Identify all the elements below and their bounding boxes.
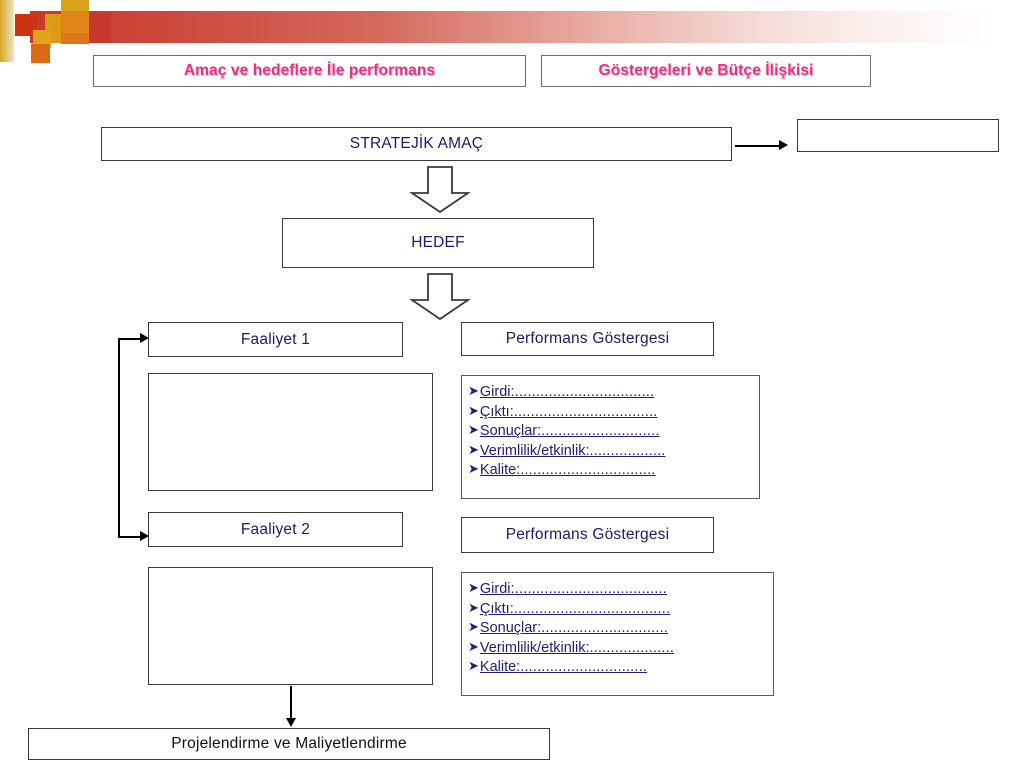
connector-loop-top-horizontal [118, 338, 142, 340]
activity-2-detail-box[interactable] [148, 567, 433, 685]
list-item: ➤ Çıktı: ...............................… [468, 403, 759, 423]
header-square-red-wide [61, 11, 89, 33]
chevron-right-bullet-icon: ➤ [468, 638, 479, 654]
list-item-sep: : [510, 581, 515, 597]
chevron-right-bullet-icon: ➤ [468, 441, 479, 457]
list-item-label: Çıktı: [479, 600, 514, 617]
list-item-label: Verimlilik/etkinlik: [479, 639, 590, 656]
indicator-1-box[interactable]: Performans Göstergesi [461, 322, 714, 356]
activity-2-box[interactable]: Faaliyet 2 [148, 512, 403, 547]
indicator-1-list-box[interactable]: ➤ Girdi : ..............................… [461, 375, 760, 499]
header-gradient-bar [30, 11, 1024, 43]
connector-goal-to-side [735, 145, 780, 147]
strategic-goal-label: STRATEJİK AMAÇ [349, 135, 484, 152]
list-item-label: Verimlilik/etkinlik: [479, 442, 590, 459]
connector-loop-bottom-horizontal [118, 536, 142, 538]
list-item: ➤ Girdi : ..............................… [468, 580, 773, 600]
target-label: HEDEF [411, 234, 465, 251]
arrowhead-to-activity-1 [140, 333, 149, 343]
activity-1-detail-box[interactable] [148, 373, 433, 491]
list-item: ➤ Sonuçlar: ............................… [468, 619, 773, 639]
list-item-label: Kalite: [479, 659, 521, 676]
chevron-right-bullet-icon: ➤ [468, 422, 479, 438]
arrowhead-goal-to-side [779, 140, 788, 150]
list-item-label: Kalite: [479, 462, 521, 479]
list-item-label: Girdi [479, 581, 511, 597]
header-square-orange-c [31, 44, 50, 63]
bottom-label: Projelendirme ve Maliyetlendirme [171, 735, 407, 752]
list-item: ➤ Sonuçlar: ............................ [468, 422, 759, 442]
list-item-label: Sonuçlar: [479, 423, 542, 440]
list-item-dots: .................... [589, 639, 675, 656]
chevron-right-bullet-icon: ➤ [468, 383, 479, 398]
list-item-dots: ............................ [541, 423, 660, 440]
list-item-label: Sonuçlar: [479, 620, 542, 637]
chevron-right-bullet-icon: ➤ [468, 619, 479, 635]
bottom-box[interactable]: Projelendirme ve Maliyetlendirme [28, 728, 550, 760]
indicator-2-box[interactable]: Performans Göstergesi [461, 517, 714, 553]
list-item-label: Girdi [479, 384, 511, 400]
list-item: ➤ Kalite: .............................. [468, 658, 773, 678]
indicator-1-label: Performans Göstergesi [505, 330, 670, 347]
list-item-dots: .................. [589, 442, 666, 459]
connector-to-bottom [290, 686, 292, 722]
block-arrow-goal-to-target [409, 166, 471, 214]
arrowhead-to-activity-2 [140, 531, 149, 541]
list-item: ➤ Verimlilik/etkinlik: .................… [468, 639, 773, 659]
list-item-dots: .................................. [513, 403, 658, 420]
chevron-right-bullet-icon: ➤ [468, 461, 479, 477]
title-left-text: Amaç ve hedeflere İle performans [183, 62, 436, 79]
activity-2-label: Faaliyet 2 [240, 520, 311, 538]
chevron-right-bullet-icon: ➤ [468, 402, 479, 418]
list-item-dots: ................................. [514, 384, 655, 400]
side-empty-box[interactable] [797, 119, 999, 152]
list-item-dots: .................................... [514, 581, 667, 597]
block-arrow-target-to-activity [409, 273, 471, 321]
list-item: ➤ Girdi : ..............................… [468, 383, 759, 403]
target-box[interactable]: HEDEF [282, 218, 594, 268]
list-item-label: Çıktı: [479, 403, 514, 420]
list-item-dots: .............................. [520, 659, 648, 676]
activity-1-box[interactable]: Faaliyet 1 [148, 322, 403, 357]
header-square-red-small [15, 14, 37, 36]
header-square-red-block [61, 32, 89, 44]
strategic-goal-box[interactable]: STRATEJİK AMAÇ [101, 127, 732, 161]
connector-loop-vertical [118, 338, 120, 536]
chevron-right-bullet-icon: ➤ [468, 580, 479, 595]
arrowhead-to-bottom [286, 718, 296, 727]
list-item-dots: ..................................... [513, 600, 671, 617]
header-square-red-right [89, 11, 111, 43]
list-item: ➤ Kalite: ..............................… [468, 461, 759, 481]
list-item-dots: .............................. [541, 620, 669, 637]
list-item: ➤ Çıktı: ...............................… [468, 600, 773, 620]
title-box-left: Amaç ve hedeflere İle performans [93, 55, 526, 87]
list-item-sep: : [510, 384, 515, 400]
chevron-right-bullet-icon: ➤ [468, 658, 479, 674]
indicator-2-label: Performans Göstergesi [505, 526, 670, 543]
header-square-orange-b [33, 30, 51, 48]
chevron-right-bullet-icon: ➤ [468, 599, 479, 615]
list-item-dots: ................................ [520, 462, 656, 479]
list-item: ➤ Verimlilik/etkinlik: .................… [468, 442, 759, 462]
activity-1-label: Faaliyet 1 [240, 330, 311, 348]
title-right-text: Göstergeleri ve Bütçe İlişkisi [598, 62, 814, 79]
indicator-2-list-box[interactable]: ➤ Girdi : ..............................… [461, 572, 774, 696]
header-square-gold-left [0, 0, 14, 62]
title-box-right: Göstergeleri ve Bütçe İlişkisi [541, 55, 871, 87]
